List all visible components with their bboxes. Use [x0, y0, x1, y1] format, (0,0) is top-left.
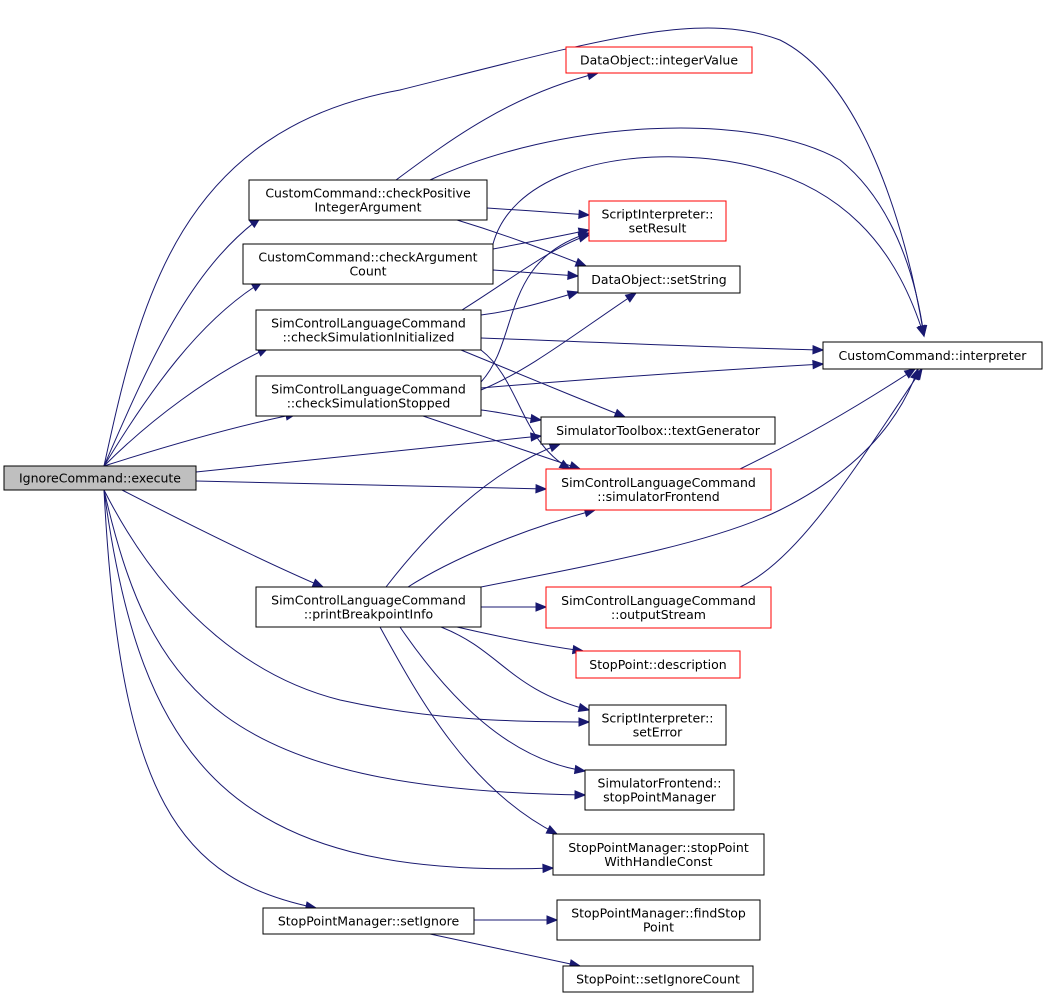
edge-execute-to-textGenerator [195, 432, 543, 473]
node-label: stopPointManager [603, 790, 717, 805]
node-setIgnore[interactable]: StopPointManager::setIgnore [262, 907, 475, 935]
edge-checkArgCount-to-interpreter [492, 156, 926, 338]
node-label: StopPoint::setIgnoreCount [576, 972, 740, 987]
node-label: ::checkSimulationStopped [287, 396, 451, 411]
edge-checkSimStopped-to-setResult [480, 231, 591, 383]
edges [103, 27, 928, 969]
node-label: ScriptInterpreter:: [601, 711, 713, 726]
edge-execute-to-checkSimInit [103, 347, 270, 467]
edge-printBreakpoint-to-description [456, 626, 585, 655]
edge-printBreakpoint-to-stopPointWithHandle [379, 626, 559, 835]
edge-setIgnore-to-findStopPoint [473, 915, 559, 925]
node-setIgnoreCount[interactable]: StopPoint::setIgnoreCount [562, 965, 754, 993]
node-stopPointWithHandle[interactable]: StopPointManager::stopPointWithHandleCon… [552, 833, 765, 876]
node-label: ::outputStream [611, 607, 706, 622]
edge-printBreakpoint-to-stopPointManager [399, 626, 587, 775]
node-label: SimControlLanguageCommand [271, 382, 466, 397]
node-label: Count [349, 264, 386, 279]
node-label: CustomCommand::interpreter [839, 348, 1028, 363]
edge-execute-to-stopPointManager [103, 489, 587, 800]
edge-checkSimStopped-to-textGenerator [480, 409, 543, 424]
edge-checkSimInit-to-textGenerator [460, 349, 627, 418]
edge-execute-to-stopPointWithHandle [103, 489, 555, 874]
node-label: ::checkSimulationInitialized [283, 330, 455, 345]
nodes: IgnoreCommand::execute DataObject::intege… [3, 46, 1043, 993]
node-label: SimControlLanguageCommand [561, 475, 756, 490]
node-label: CustomCommand::checkPositive [265, 186, 471, 201]
node-label: SimulatorFrontend:: [598, 776, 722, 791]
edge-printBreakpoint-to-outputStream [480, 602, 548, 612]
node-label: SimControlLanguageCommand [271, 316, 466, 331]
edge-printBreakpoint-to-simFrontend [407, 508, 597, 588]
edge-printBreakpoint-to-textGenerator [385, 443, 562, 588]
node-label: IgnoreCommand::execute [19, 471, 181, 486]
node-printBreakpoint[interactable]: SimControlLanguageCommand::printBreakpoi… [255, 586, 482, 628]
edge-checkArgCount-to-setString [492, 269, 580, 280]
edge-checkPositive-to-setResult [486, 207, 591, 220]
node-checkPositive[interactable]: CustomCommand::checkPositiveIntegerArgum… [248, 179, 488, 221]
node-label: CustomCommand::checkArgument [258, 250, 477, 265]
node-label: Point [643, 920, 674, 935]
node-label: ::simulatorFrontend [597, 489, 720, 504]
node-simFrontend[interactable]: SimControlLanguageCommand::simulatorFron… [545, 468, 772, 511]
node-label: setError [633, 725, 683, 740]
node-label: WithHandleConst [604, 854, 712, 869]
node-setString[interactable]: DataObject::setString [577, 265, 741, 294]
edge-execute-to-setError [103, 489, 591, 727]
edge-checkSimStopped-to-simFrontend [422, 415, 582, 471]
node-description[interactable]: StopPoint::description [575, 650, 741, 679]
edge-simFrontend-to-interpreter [739, 368, 917, 470]
node-textGenerator[interactable]: SimulatorToolbox::textGenerator [540, 416, 776, 445]
node-label: StopPoint::description [589, 657, 726, 672]
edge-execute-to-setIgnore [103, 489, 318, 911]
edge-outputStream-to-interpreter [739, 367, 923, 588]
edge-checkSimInit-to-setString [480, 290, 580, 316]
node-label: SimulatorToolbox::textGenerator [556, 423, 761, 438]
node-checkSimStopped[interactable]: SimControlLanguageCommand::checkSimulati… [255, 375, 482, 417]
node-label: setResult [629, 221, 687, 236]
node-interpreter[interactable]: CustomCommand::interpreter [822, 341, 1043, 370]
edge-printBreakpoint-to-setError [440, 626, 591, 713]
node-label: ::printBreakpointInfo [304, 607, 433, 622]
node-label: SimControlLanguageCommand [271, 593, 466, 608]
node-label: StopPointManager::stopPoint [568, 840, 749, 855]
edge-execute-to-printBreakpoint [121, 489, 325, 588]
edge-checkPositive-to-integerValue [395, 70, 600, 181]
node-label: DataObject::integerValue [580, 53, 738, 68]
node-checkSimInit[interactable]: SimControlLanguageCommand::checkSimulati… [255, 309, 482, 351]
node-label: SimControlLanguageCommand [561, 593, 756, 608]
edge-checkSimInit-to-simFrontend [480, 349, 572, 470]
node-label: StopPointManager::setIgnore [278, 914, 460, 929]
node-execute[interactable]: IgnoreCommand::execute [3, 465, 197, 491]
node-stopPointManager[interactable]: SimulatorFrontend::stopPointManager [584, 769, 735, 811]
node-integerValue[interactable]: DataObject::integerValue [565, 46, 753, 74]
edge-execute-to-checkArgCount [103, 281, 264, 467]
edge-checkSimStopped-to-interpreter [480, 359, 825, 389]
node-label: StopPointManager::findStop [571, 906, 746, 921]
edge-checkSimInit-to-interpreter [480, 337, 825, 355]
node-outputStream[interactable]: SimControlLanguageCommand::outputStream [545, 586, 772, 629]
edge-execute-to-simFrontend [195, 480, 548, 494]
node-label: ScriptInterpreter:: [601, 207, 713, 222]
node-setError[interactable]: ScriptInterpreter::setError [588, 704, 727, 746]
node-setResult[interactable]: ScriptInterpreter::setResult [588, 200, 727, 242]
edge-checkSimStopped-to-setString [480, 292, 638, 391]
node-label: DataObject::setString [591, 272, 726, 287]
node-label: IntegerArgument [315, 200, 422, 215]
